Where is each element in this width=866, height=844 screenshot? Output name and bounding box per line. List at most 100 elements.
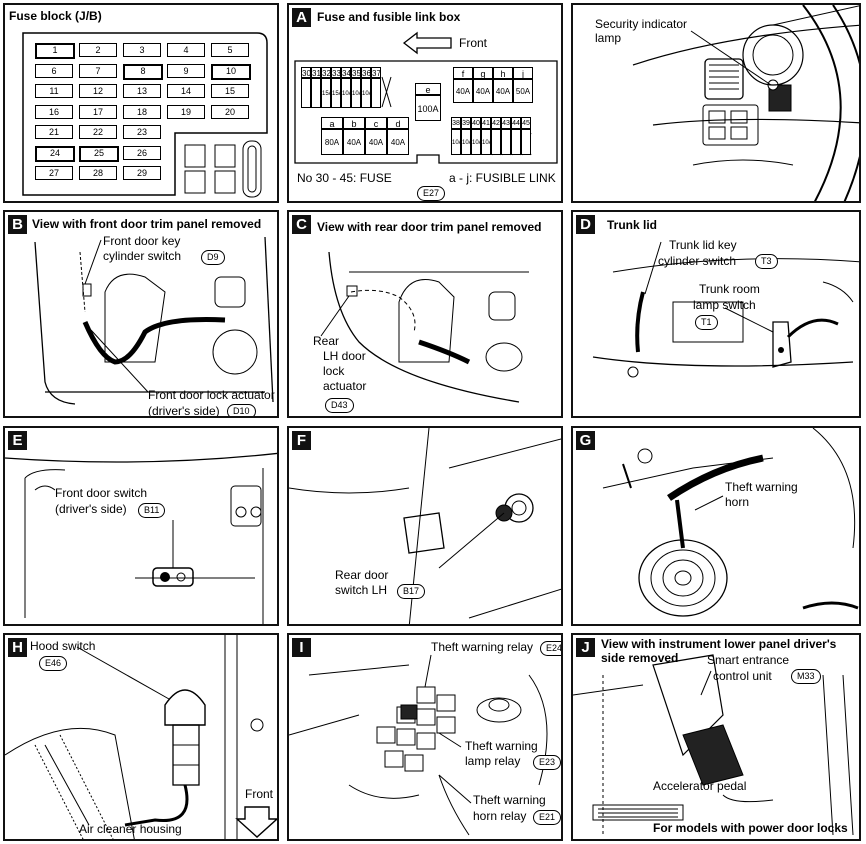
- link-f-letter: f: [453, 67, 473, 79]
- fuse-21: 21: [35, 125, 73, 139]
- fuse-42-number: 42: [491, 117, 501, 129]
- front-door-switch-panel: E Front door switch (driver's side) B11: [3, 426, 279, 626]
- air-cleaner-label: Air cleaner housing: [79, 822, 182, 836]
- panel-letter: B: [8, 215, 27, 234]
- fuse-26: 26: [123, 145, 161, 160]
- fuse-36-rating: 10A: [361, 78, 373, 108]
- fuse-3: 3: [123, 43, 161, 57]
- fuse-38-rating: 10A: [451, 129, 463, 155]
- link-b-rating: 40A: [343, 129, 365, 155]
- smart-unit-label-1: Smart entrance: [707, 653, 790, 667]
- fuse-9: 9: [167, 63, 205, 78]
- fuse-block-outline: [22, 32, 268, 198]
- security-lamp-label-1: Security indicator: [595, 17, 688, 31]
- fuse-4: 4: [167, 43, 205, 57]
- fuse-8: 8: [123, 63, 163, 80]
- fuse-22: 22: [79, 125, 117, 139]
- link-h-rating: 40A: [493, 79, 513, 103]
- fuse-34-rating: 10A: [341, 78, 353, 108]
- fuse-19: 19: [167, 104, 205, 119]
- panel-letter: E: [8, 431, 27, 450]
- panel-letter: A: [292, 8, 311, 27]
- fuse-11: 11: [35, 84, 73, 98]
- fuse-33-rating: 15A: [331, 78, 343, 108]
- front-door-drawing: [34, 236, 274, 405]
- fuse-31-rating: [311, 78, 321, 108]
- connector-e27: E27: [417, 186, 446, 201]
- fuse-note: No 30 - 45: FUSE: [297, 171, 392, 185]
- fuse-29: 29: [123, 166, 161, 180]
- fuse-27: 27: [35, 166, 73, 180]
- connector-e23: E23: [533, 755, 561, 770]
- horn-relay-label-1: Theft warning: [473, 793, 546, 807]
- door-switch-label-1: Front door switch: [55, 486, 148, 500]
- connector-d10: D10: [227, 404, 256, 416]
- fuse-12: 12: [79, 84, 117, 98]
- fuse-39-number: 39: [461, 117, 471, 129]
- theft-horn-panel: G Theft warning horn: [571, 426, 861, 626]
- horn-drawing: [602, 428, 859, 617]
- panel-letter: G: [576, 431, 595, 450]
- fuse-13: 13: [123, 84, 161, 98]
- horn-relay-label-2: horn relay: [473, 809, 527, 823]
- link-a-rating: 80A: [321, 129, 343, 155]
- link-j-rating: 50A: [513, 79, 533, 103]
- trunk-key-label-1: Trunk lid key: [669, 238, 737, 252]
- hood-switch-panel: H Hood switch E46 Front Air cleaner hous…: [3, 633, 279, 841]
- control-unit-panel: J View with instrument lower panel drive…: [571, 633, 861, 841]
- control-unit-drawing: [573, 654, 854, 836]
- rear-door-switch-label-1: Rear door: [335, 568, 389, 582]
- security-lamp-label-2: lamp: [595, 31, 622, 45]
- lock-actuator-label-1: Front door lock actuator: [148, 388, 275, 402]
- fuse-30-number: 30: [301, 67, 311, 78]
- fuse-36-number: 36: [361, 67, 371, 78]
- connector-d43: D43: [325, 398, 354, 413]
- fuse-24: 24: [35, 145, 75, 162]
- fuse-32-rating: 15A: [321, 78, 333, 108]
- key-cylinder-label-2: cylinder switch: [103, 249, 182, 263]
- trunk-key-label-2: cylinder switch: [658, 254, 737, 268]
- panel-letter: C: [292, 215, 311, 234]
- link-a-letter: a: [321, 117, 343, 129]
- front-door-panel: B View with front door trim panel remove…: [3, 210, 279, 418]
- door-switch-label-2: (driver's side): [55, 502, 127, 516]
- panel-letter: D: [576, 215, 595, 234]
- fuse-35-number: 35: [351, 67, 361, 78]
- link-e-rating: 100A: [415, 95, 441, 121]
- fuse-44-number: 44: [511, 117, 521, 129]
- footer-note: For models with power door locks: [653, 821, 848, 835]
- panel-title: Fuse block (J/B): [9, 9, 102, 23]
- fuse-2: 2: [79, 43, 117, 57]
- rear-actuator-label-2: LH door: [323, 349, 366, 363]
- rear-door-drawing: [320, 251, 529, 403]
- rear-door-panel: C View with rear door trim panel removed…: [287, 210, 563, 418]
- smart-unit-label-2: control unit: [713, 669, 772, 683]
- rear-door-switch-drawing: [289, 428, 561, 624]
- panel-letter: H: [8, 638, 27, 657]
- lamp-relay-label-1: Theft warning: [465, 739, 538, 753]
- fuse-37-number: 37: [371, 67, 381, 78]
- fuse-28: 28: [79, 166, 117, 180]
- panel-title: Trunk lid: [607, 218, 658, 232]
- hood-switch-label: Hood switch: [30, 639, 96, 653]
- relay-drawing: [289, 654, 548, 836]
- link-b-letter: b: [343, 117, 365, 129]
- connector-t3: T3: [755, 254, 778, 269]
- door-switch-drawing: [5, 452, 277, 624]
- fuse-40-rating: 10A: [471, 129, 483, 155]
- fuse-33-number: 33: [331, 67, 341, 78]
- rear-door-switch-label-2: switch LH: [335, 583, 388, 597]
- fuse-6: 6: [35, 63, 73, 78]
- rear-actuator-label-4: actuator: [323, 379, 367, 393]
- fuse-40-number: 40: [471, 117, 481, 129]
- connector-e24: E24: [540, 641, 561, 656]
- panel-title: View with front door trim panel removed: [32, 217, 262, 231]
- link-c-letter: c: [365, 117, 387, 129]
- link-d-rating: 40A: [387, 129, 409, 155]
- fuse-31-number: 31: [311, 67, 321, 78]
- fuse-39-rating: 10A: [461, 129, 473, 155]
- panel-title: View with rear door trim panel removed: [317, 220, 542, 234]
- link-g-rating: 40A: [473, 79, 493, 103]
- lamp-relay-label-2: lamp relay: [465, 754, 521, 768]
